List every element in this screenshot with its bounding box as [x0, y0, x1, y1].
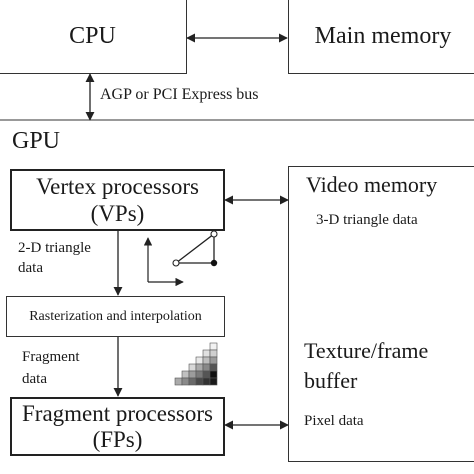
- fragment-processors-title: Fragment processors: [22, 400, 213, 426]
- axes-2d-icon: [143, 237, 184, 287]
- fragment-processors-abbr: (FPs): [92, 426, 143, 452]
- video-memory-box: [288, 166, 474, 462]
- texture-buffer-label-line2: buffer: [304, 368, 358, 393]
- texture-buffer-label-line1: Texture/frame: [304, 338, 429, 363]
- fragment-pixels-icon: [174, 342, 218, 386]
- vertex-processors-box: Vertex processors (VPs): [10, 169, 225, 231]
- gpu-label: GPU: [12, 128, 61, 154]
- cpu-label: CPU: [69, 22, 116, 49]
- cpu-box: CPU: [0, 0, 187, 74]
- triangle-3d-label: 3-D triangle data: [316, 212, 418, 228]
- vertex-processors-title: Vertex processors: [36, 174, 199, 199]
- triangle-2d-label-line2: data: [18, 260, 43, 276]
- fragment-data-label: Fragment data: [22, 346, 80, 390]
- fragment-data-label-line1: Fragment: [22, 349, 80, 365]
- triangle-2d-label-line1: 2-D triangle: [18, 240, 91, 256]
- rasterization-box: Rasterization and interpolation: [6, 296, 225, 337]
- main-memory-label: Main memory: [314, 22, 452, 49]
- vertex-processors-abbr: (VPs): [90, 201, 145, 226]
- pixel-data-label: Pixel data: [304, 413, 364, 429]
- triangle-2d-icon: [172, 230, 218, 267]
- texture-buffer-label: Texture/frame buffer: [304, 336, 428, 396]
- bus-label: AGP or PCI Express bus: [100, 86, 259, 103]
- video-memory-label: Video memory: [306, 172, 438, 197]
- fragment-processors-box: Fragment processors (FPs): [10, 397, 225, 456]
- triangle-2d-label: 2-D triangle data: [18, 238, 91, 278]
- fragment-data-label-line2: data: [22, 371, 47, 387]
- main-memory-box: Main memory: [288, 0, 474, 74]
- rasterization-label: Rasterization and interpolation: [29, 308, 202, 324]
